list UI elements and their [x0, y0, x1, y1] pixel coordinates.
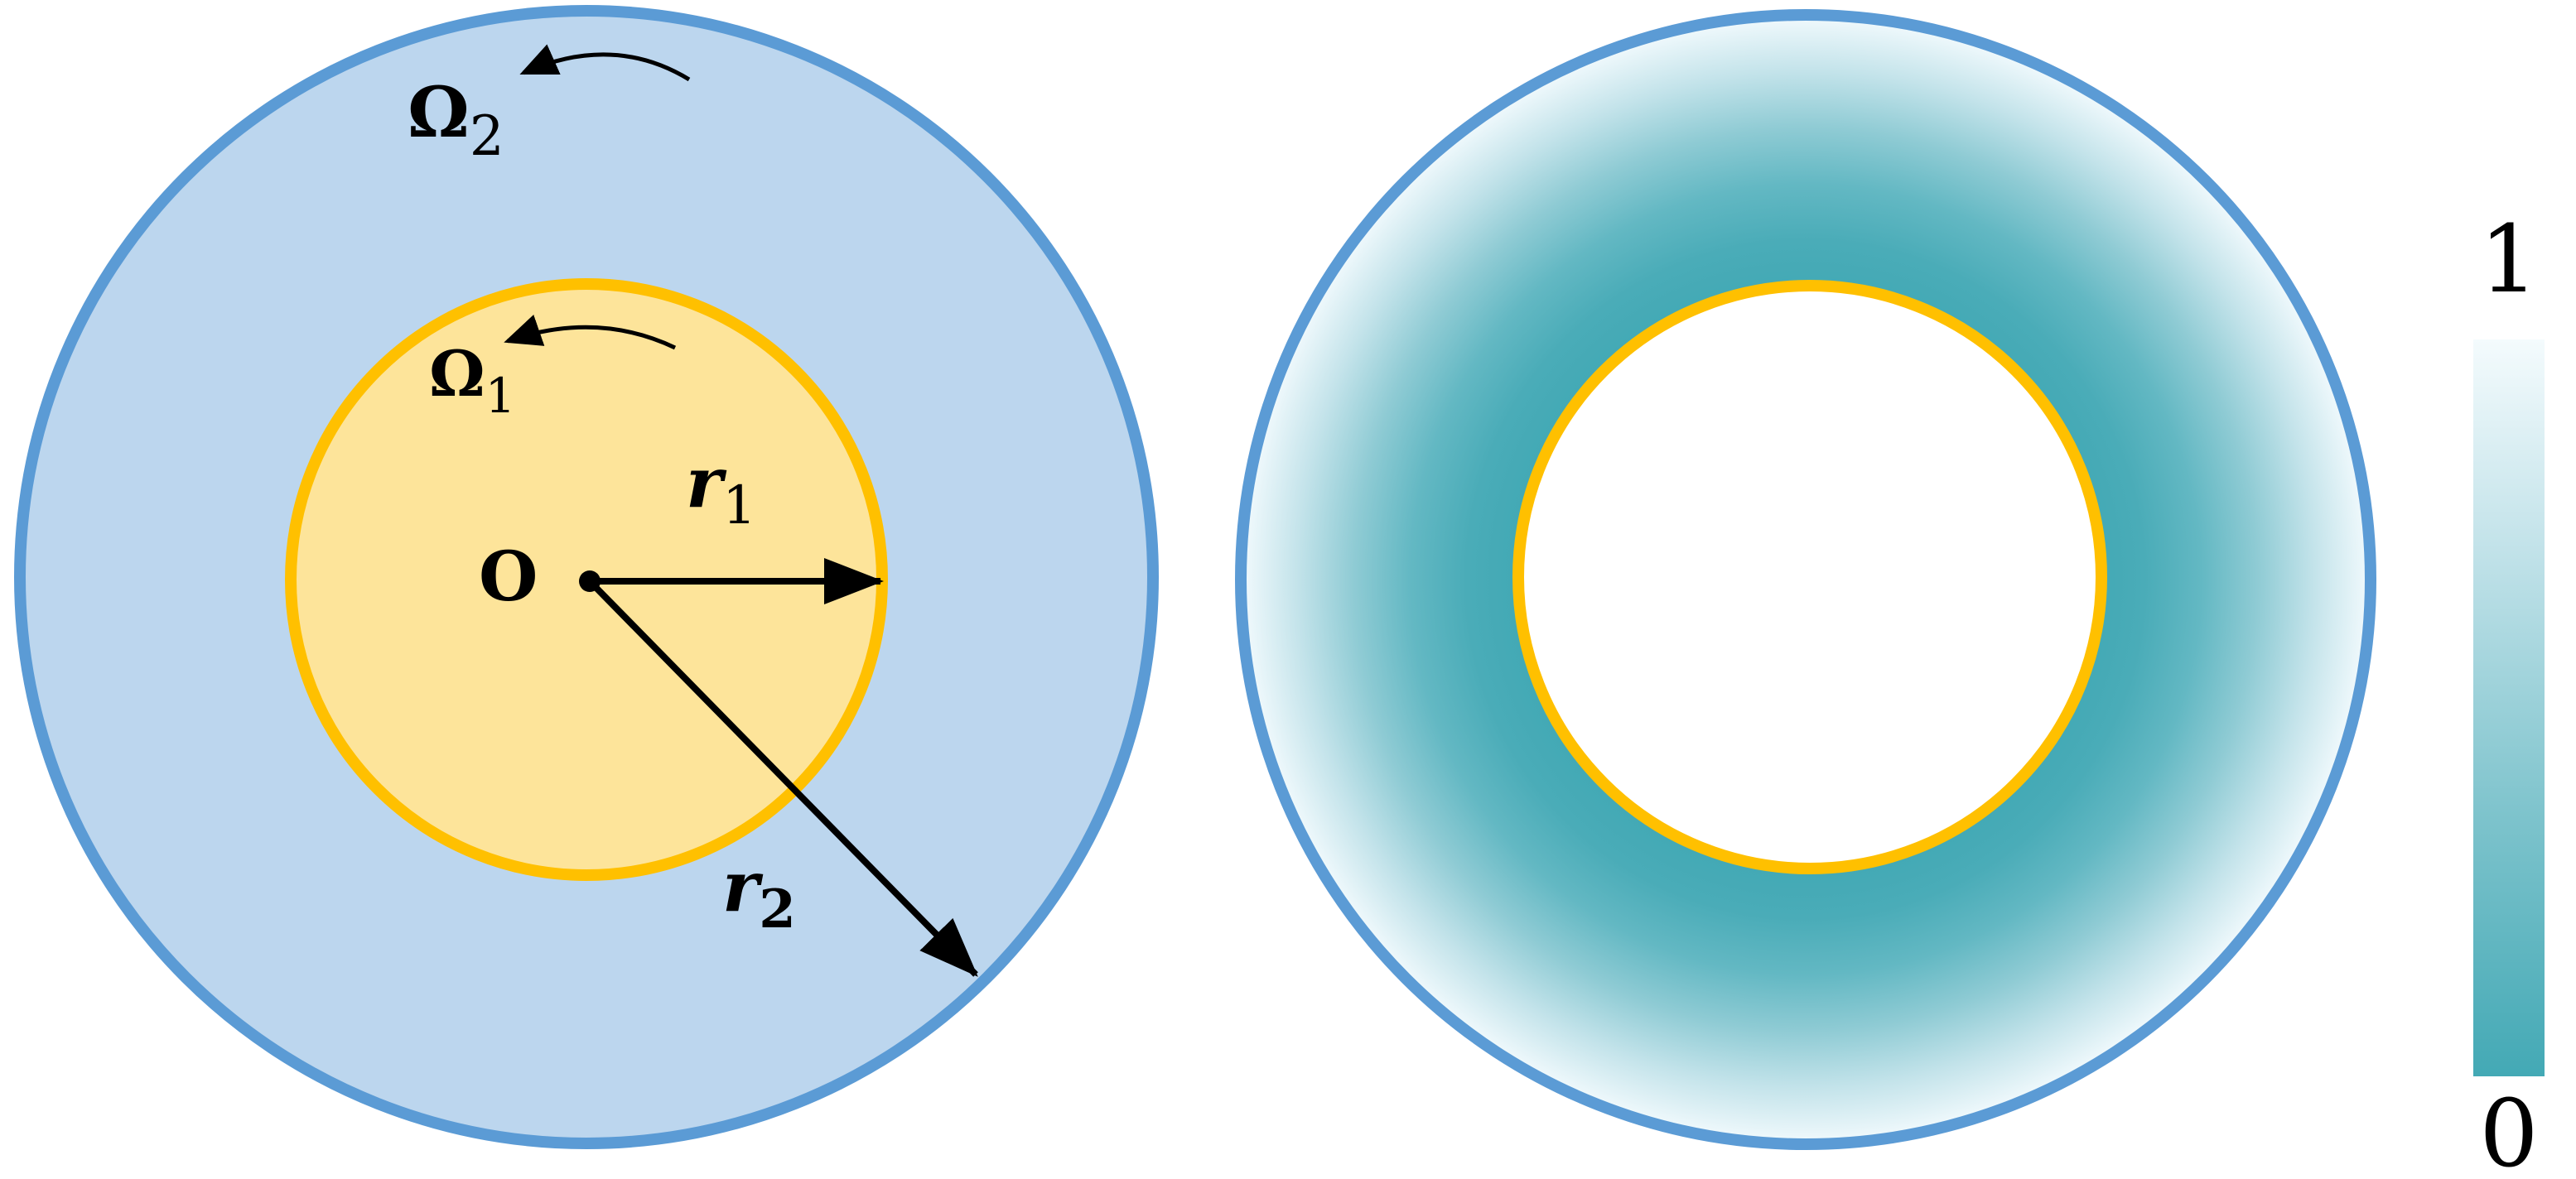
colorbar-gradient [2473, 339, 2545, 1076]
colorbar-max-label: 1 [2479, 206, 2538, 314]
right-panel [1235, 9, 2376, 1150]
colorbar-min-label: 0 [2479, 1080, 2538, 1175]
omega2-label: Ω2 [408, 71, 504, 168]
omega1-label: Ω1 [429, 337, 516, 424]
outer-boundary [1235, 9, 2376, 1150]
inner-hole [1512, 280, 2107, 874]
omega2-rotation-arrow [519, 44, 691, 82]
left-panel: Ω2 Ω1 O r1 r2 [14, 5, 1159, 1149]
colorbar: 1 0 [2473, 206, 2545, 1179]
center-point [579, 570, 601, 592]
origin-label: O [479, 537, 538, 617]
r2-arrow [587, 579, 978, 977]
r1-label: r1 [686, 441, 756, 537]
omega1-rotation-arrow [504, 315, 677, 350]
r2-label: r2 [722, 845, 796, 941]
